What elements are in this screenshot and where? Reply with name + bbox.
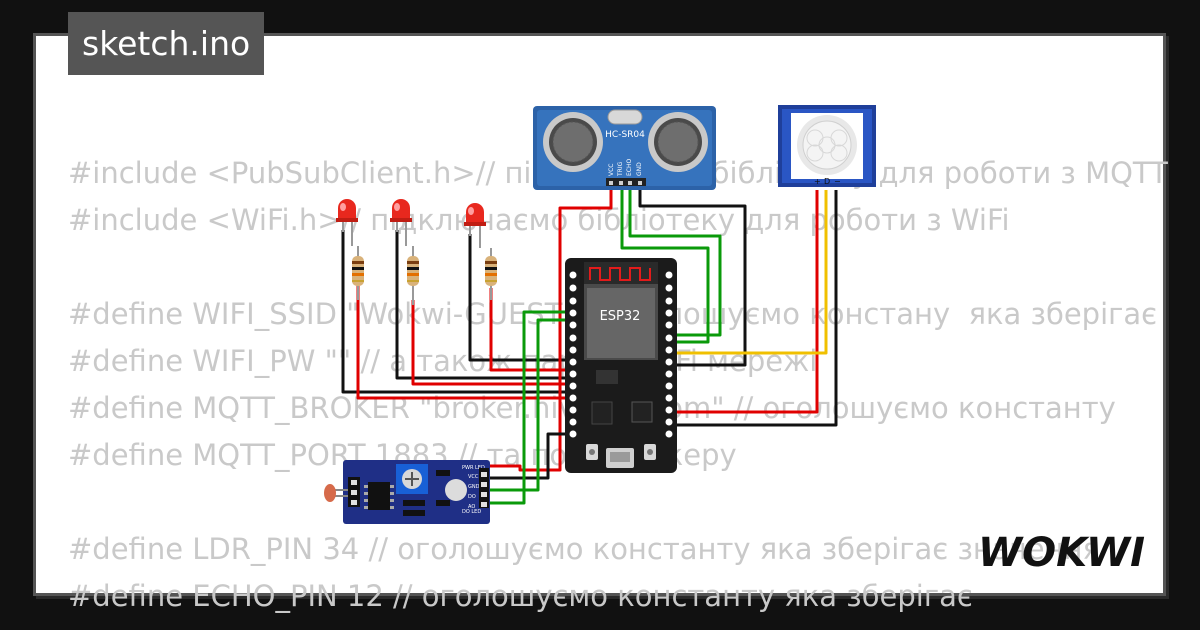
led-3 — [464, 203, 486, 248]
ldr-pin-gnd: GND — [468, 484, 480, 490]
code-line: #define ECHO_PIN 12 // оголошуємо конста… — [68, 579, 973, 613]
hc-pin-vcc: VCC — [608, 164, 615, 176]
wire-hc-echo — [628, 185, 722, 337]
resistor-2 — [407, 246, 419, 305]
wire-led1-red — [356, 283, 570, 400]
code-line: #define LDR_PIN 34 // оголошуємо констан… — [68, 532, 1100, 566]
wire-ldr-do — [490, 318, 570, 492]
wire-led1-black — [341, 230, 570, 394]
wire-pir-gnd — [670, 190, 838, 427]
ldr-module: PWR LED DO LED VCC GND DO AO — [324, 460, 490, 524]
resistor-3 — [485, 248, 497, 300]
wire-hc-gnd — [638, 185, 747, 367]
ldr-pin-vcc: VCC — [468, 474, 479, 480]
wire-led3-black — [468, 234, 570, 362]
pir-pin-gnd: − — [834, 177, 841, 186]
ldr-pwr-led-label: PWR LED — [462, 465, 485, 471]
hc-pin-gnd: GND — [636, 162, 643, 176]
wire-led2-red — [411, 300, 570, 386]
wokwi-logo-text: WOKWI — [978, 530, 1145, 576]
ldr-pin-ao: AO — [468, 504, 475, 510]
wire-hc-trig — [620, 185, 710, 344]
wire-led2-black — [395, 230, 570, 380]
wire-ldr-gnd — [490, 432, 570, 480]
esp32-label: ESP32 — [600, 309, 641, 324]
hc-pin-echo: ECHO — [626, 159, 633, 176]
pir-pin-d: D — [824, 177, 830, 186]
wire-pir-d — [670, 190, 828, 355]
file-title-tab: sketch.ino — [68, 12, 265, 75]
wire-led3-red — [489, 288, 570, 372]
ldr-pin-do: DO — [468, 494, 476, 500]
wokwi-logo: WOKWI — [978, 530, 1145, 576]
pir-pin-vcc: + — [814, 177, 821, 186]
ldr-do-led-label: DO LED — [462, 509, 481, 515]
led-1 — [336, 199, 358, 246]
esp32-board: ESP32 — [565, 258, 677, 473]
wire-hc-vcc — [490, 185, 613, 472]
hc-pin-trig: TRIG — [617, 161, 624, 177]
ultrasonic-model-label: HC-SR04 — [605, 130, 645, 140]
ultrasonic-sensor: HC-SR04 VCC TRIG ECHO GND — [533, 106, 716, 190]
wire-ldr-ao — [490, 310, 570, 505]
led-2 — [390, 199, 412, 246]
pir-sensor: + D − — [778, 105, 876, 187]
resistor-1 — [352, 246, 364, 300]
